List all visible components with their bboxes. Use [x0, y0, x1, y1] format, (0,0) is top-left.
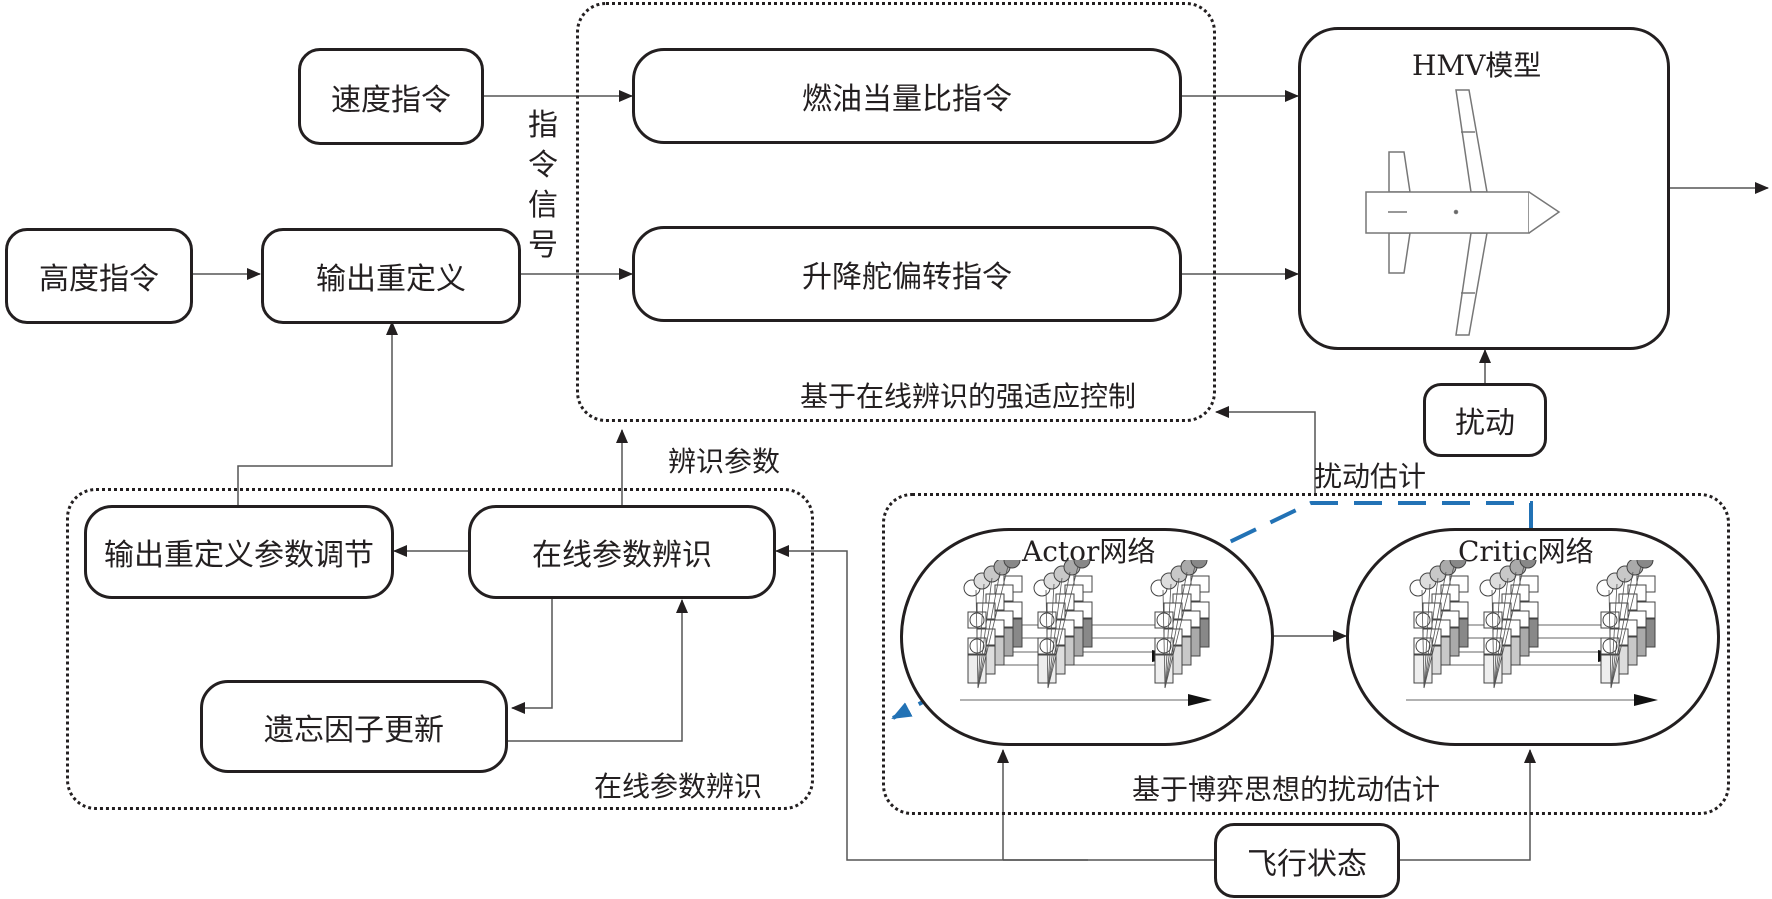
- node-elevator-command[interactable]: 升降舵偏转指令: [632, 226, 1182, 322]
- nn-edge: [1423, 577, 1439, 689]
- nn-edge: [1610, 565, 1642, 689]
- nn-edge: [1164, 565, 1196, 689]
- nn-edge: [1047, 583, 1055, 689]
- group-label-adaptive-control: 基于在线辨识的强适应控制: [800, 380, 1137, 413]
- nn-edge: [1493, 571, 1517, 689]
- node-online-param-id[interactable]: 在线参数辨识: [468, 505, 776, 599]
- nn-edge: [1164, 577, 1180, 689]
- node-label: 燃油当量比指令: [802, 82, 1012, 117]
- node-output-redefinition[interactable]: 输出重定义: [261, 228, 521, 324]
- nn-edge: [1162, 589, 1166, 689]
- nn-input-node: [1073, 560, 1091, 569]
- nn-edge: [977, 583, 985, 689]
- node-flight-state[interactable]: 飞行状态: [1214, 823, 1400, 898]
- group-game-disturbance-estimation: [882, 493, 1730, 815]
- nn-output-arrow: [1188, 694, 1212, 706]
- nn-edge: [1047, 577, 1063, 689]
- group-label-game-disturbance: 基于博弈思想的扰动估计: [1132, 773, 1441, 806]
- critic-neural-net-icon: [1406, 560, 1658, 706]
- arrow-id-to-forgetting: [511, 598, 553, 714]
- dashed-feedback-critic-to-actor: [891, 501, 1533, 720]
- nn-edge: [1610, 571, 1634, 689]
- node-label: 高度指令: [39, 262, 159, 297]
- edge-label-identified-params: 辨识参数: [668, 445, 781, 478]
- nn-edge: [1491, 589, 1495, 689]
- nn-input-node: [1449, 560, 1467, 569]
- node-label: 输出重定义参数调节: [104, 538, 374, 573]
- aircraft-icon: [1365, 89, 1561, 336]
- node-disturbance[interactable]: 扰动: [1423, 383, 1547, 457]
- arrow-forgetting-to-id: [508, 599, 688, 742]
- nn-edge: [977, 571, 1001, 689]
- node-label: 速度指令: [331, 82, 451, 118]
- group-label-online-identification: 在线参数辨识: [594, 770, 763, 803]
- actor-neural-net-icon: [960, 560, 1212, 706]
- nn-input-node: [1636, 560, 1654, 569]
- nn-edge: [1493, 583, 1501, 689]
- edge-label-command-signal: 指令信号: [528, 108, 558, 263]
- nn-input-node: [1190, 560, 1208, 569]
- node-label: 在线参数辨识: [532, 538, 712, 573]
- node-label: 扰动: [1455, 406, 1515, 441]
- node-label: 输出重定义: [316, 262, 466, 297]
- nn-edge: [1493, 565, 1525, 689]
- nn-edge: [1423, 571, 1447, 689]
- nn-edge: [1608, 589, 1612, 689]
- nn-edge: [1047, 571, 1071, 689]
- group-adaptive-control: [576, 2, 1216, 422]
- edge-label-disturbance-estimate: 扰动估计: [1314, 460, 1427, 493]
- nn-edge: [1421, 589, 1425, 689]
- nn-edge: [977, 577, 993, 689]
- node-label: 升降舵偏转指令: [802, 260, 1012, 295]
- nn-input-node: [1519, 560, 1537, 569]
- nn-edge: [977, 565, 1009, 689]
- nn-edge: [1423, 583, 1431, 689]
- nn-edge: [1493, 577, 1509, 689]
- nn-output-arrow: [1634, 694, 1658, 706]
- nn-edge: [1164, 571, 1188, 689]
- hmv-model-title: HMV模型: [1412, 49, 1542, 82]
- node-altitude-command[interactable]: 高度指令: [5, 228, 193, 324]
- nn-edge: [1610, 583, 1618, 689]
- node-forgetting-factor-update[interactable]: 遗忘因子更新: [200, 680, 508, 773]
- nn-edge: [1045, 589, 1049, 689]
- arrow-tuning-to-redef: [237, 321, 398, 505]
- node-output-redef-param-tuning[interactable]: 输出重定义参数调节: [84, 505, 394, 599]
- nn-edge: [1423, 565, 1455, 689]
- arrow-flight-to-critic: [1400, 749, 1536, 861]
- group-online-identification: [66, 488, 814, 810]
- node-label: 飞行状态: [1247, 846, 1367, 882]
- node-speed-command[interactable]: 速度指令: [298, 48, 484, 145]
- nn-edge: [1610, 577, 1626, 689]
- nn-input-node: [1003, 560, 1021, 569]
- nn-edge: [975, 589, 979, 689]
- arrow-estimate-to-control: [1215, 406, 1316, 493]
- nn-edge: [1164, 583, 1172, 689]
- node-fuel-ratio-command[interactable]: 燃油当量比指令: [632, 48, 1182, 144]
- nn-edge: [1047, 565, 1079, 689]
- node-label: 遗忘因子更新: [264, 712, 444, 748]
